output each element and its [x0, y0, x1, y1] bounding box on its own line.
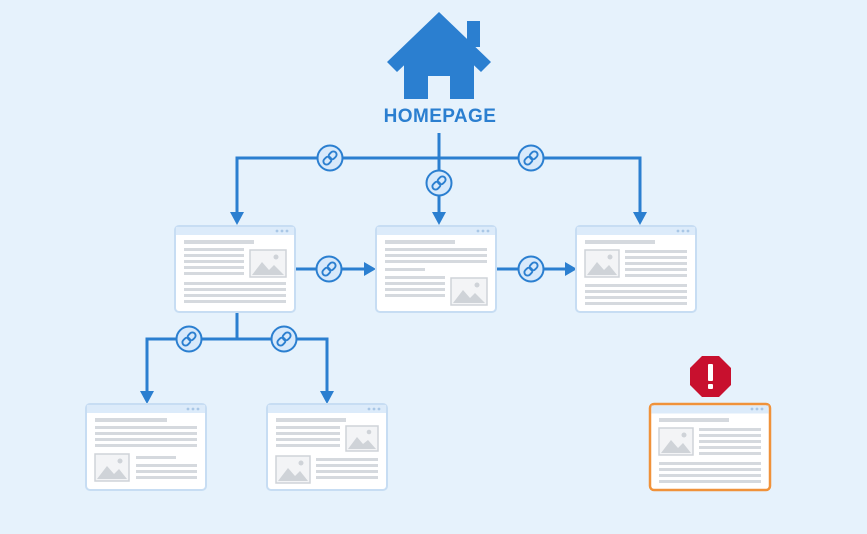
image-placeholder-icon	[249, 249, 287, 278]
image-placeholder-icon	[450, 277, 488, 306]
page-level1-right	[575, 225, 697, 313]
arrowhead	[320, 391, 334, 404]
link-icon	[517, 144, 545, 172]
house-icon	[387, 12, 491, 99]
image-placeholder-icon	[275, 455, 311, 484]
page-level2-left	[85, 403, 207, 491]
warning-octagon-icon	[690, 356, 731, 397]
arrowhead	[364, 262, 376, 276]
page-orphan	[648, 402, 772, 492]
arrowhead	[230, 212, 244, 225]
page-level1-left	[174, 225, 296, 313]
link-icon	[315, 255, 343, 283]
arrowheads	[140, 212, 647, 404]
arrowhead	[565, 262, 577, 276]
link-icon	[175, 325, 203, 353]
link-icon	[270, 325, 298, 353]
link-icon	[517, 255, 545, 283]
image-placeholder-icon	[345, 425, 379, 452]
arrowhead	[140, 391, 154, 404]
homepage-label: HOMEPAGE	[383, 106, 497, 127]
image-placeholder-icon	[94, 453, 130, 482]
page-level1-center	[375, 225, 497, 313]
link-icon	[316, 144, 344, 172]
arrowhead	[633, 212, 647, 225]
arrowhead	[432, 212, 446, 225]
link-badges	[175, 144, 545, 353]
image-placeholder-icon	[584, 249, 620, 278]
link-icon	[425, 169, 453, 197]
page-level2-center	[266, 403, 388, 491]
image-placeholder-icon	[658, 427, 694, 456]
